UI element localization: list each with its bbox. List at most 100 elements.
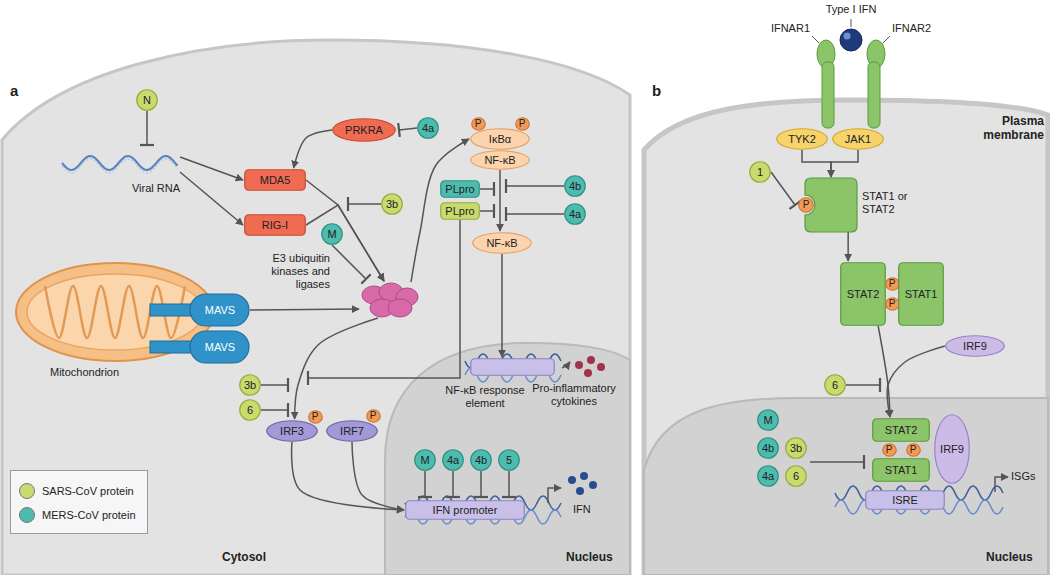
sensor-box-outline [245, 215, 306, 236]
legend-text: SARS-CoV protein [42, 485, 134, 497]
region-label: Nucleus [566, 550, 613, 564]
inhibition-connector [452, 471, 454, 497]
mers-protein-outline [471, 450, 492, 471]
kinase-oval-outline [777, 129, 828, 150]
legend-swatch [19, 483, 35, 499]
node-label: M [763, 414, 772, 427]
inhibition-line [846, 384, 880, 386]
host-protein-oval-outline [471, 151, 530, 170]
mers-protein: 4a [442, 449, 464, 471]
transcription-arrow [562, 362, 570, 368]
phosphate-site: P [885, 297, 900, 311]
sars-protein: 6 [239, 399, 261, 421]
sensor-box: RIG-I [244, 214, 306, 236]
region-label: b [652, 82, 661, 100]
phosphate-site: P [885, 277, 900, 291]
phosphate-site-outline [308, 411, 322, 424]
annotation-label: Type I IFN [811, 3, 891, 16]
protease-box-outline [441, 181, 480, 198]
annotation-label: IFN [573, 503, 591, 516]
host-protein-oval: IκBα [470, 128, 530, 150]
enzyme-cluster: E3 ubiquitin kinases and ligases [360, 282, 420, 318]
interferon-highlight [844, 33, 851, 40]
node-label: Viral RNA [100, 182, 180, 195]
legend-row: MERS-CoV protein [19, 503, 139, 527]
phosphate-site: P [515, 117, 530, 131]
phosphate-site-outline [885, 298, 899, 311]
sars-protein-outline [825, 375, 846, 396]
promoter-box: IFN promoter [405, 500, 525, 520]
activation-arrow [292, 442, 404, 510]
sars-protein: 3b [381, 193, 403, 215]
node-label: STAT1 [885, 464, 918, 477]
node-label: JAK1 [845, 133, 871, 146]
phosphate-site-outline [515, 118, 529, 131]
sars-protein: 1 [749, 161, 771, 183]
transcription-arrow [548, 488, 561, 503]
stat-protein: STAT1 [898, 262, 944, 326]
adaptor-protein: MAVS [150, 293, 250, 327]
cytokine-dot [575, 361, 583, 369]
transcription-factor: IRF3 [266, 420, 318, 442]
mitochondrion-outline [27, 274, 203, 350]
transcription-factor-outline [935, 415, 970, 484]
node-label: N [143, 94, 151, 107]
activation-arrow [847, 232, 849, 261]
node-label: P [910, 444, 917, 456]
sars-protein-outline [137, 90, 158, 111]
phosphate-site-outline [799, 198, 814, 213]
node-label: 3b [790, 442, 802, 455]
node-label: MAVS [205, 304, 235, 317]
cytokine-dot [584, 369, 592, 377]
cytokine-dot [587, 356, 595, 364]
phosphate-site-outline [906, 444, 920, 457]
phosphate-site: P [366, 409, 381, 423]
phosphate-site-outline [471, 118, 485, 131]
sars-protein: 6 [785, 465, 807, 487]
node-label: IRF9 [940, 443, 964, 456]
host-protein-oval-outline [473, 233, 532, 254]
node-label: 1 [757, 166, 763, 179]
node-label: RIG-I [262, 219, 288, 232]
region-label: Cytosol [222, 550, 266, 564]
adaptor-protein-outline [150, 304, 196, 316]
phosphate-site: P [798, 197, 814, 213]
inhibition-line [480, 210, 494, 212]
node-label: 4b [762, 442, 774, 455]
node-label: 4b [569, 180, 581, 193]
annotation-label: Pro-inflammatory cytokines [528, 382, 620, 408]
inhibition-line [480, 188, 494, 190]
enzyme-cluster-outline [388, 299, 412, 317]
mers-protein-outline [499, 450, 520, 471]
activation-arrow [250, 309, 359, 310]
sars-protein-outline [786, 438, 807, 459]
mers-protein-outline [565, 176, 586, 197]
node-label: M [327, 228, 336, 241]
adaptor-protein-outline [190, 331, 249, 363]
activation-arrow [831, 150, 858, 177]
node-label: 4a [447, 454, 459, 467]
mers-protein: 4a [564, 203, 586, 225]
inhibition-line [810, 461, 864, 463]
node-label: 4a [422, 122, 434, 135]
inhibition-line [506, 185, 564, 187]
annotation-label: ISGs [1011, 470, 1035, 483]
promoter-box-outline [406, 501, 525, 520]
phosphate-site: P [882, 443, 897, 457]
node-label: IFN promoter [433, 504, 498, 517]
node-label: STAT2 [885, 424, 918, 437]
leader-line [851, 19, 852, 27]
dna-element-outline [471, 359, 555, 376]
node-label: ISRE [892, 494, 918, 507]
stat-protein-outline [873, 459, 930, 482]
inhibition-connector [399, 128, 417, 130]
mers-protein: M [321, 223, 343, 245]
stat-protein-outline [899, 263, 944, 326]
host-protein-oval: PRKRA [332, 118, 396, 142]
node-label: NF-κB [484, 154, 515, 167]
node-label: 4b [475, 454, 487, 467]
transcription-factor: IRF9 [945, 335, 1005, 357]
leader-line [883, 36, 890, 43]
node-label: PRKRA [345, 124, 383, 137]
interferon-dot [568, 476, 576, 484]
